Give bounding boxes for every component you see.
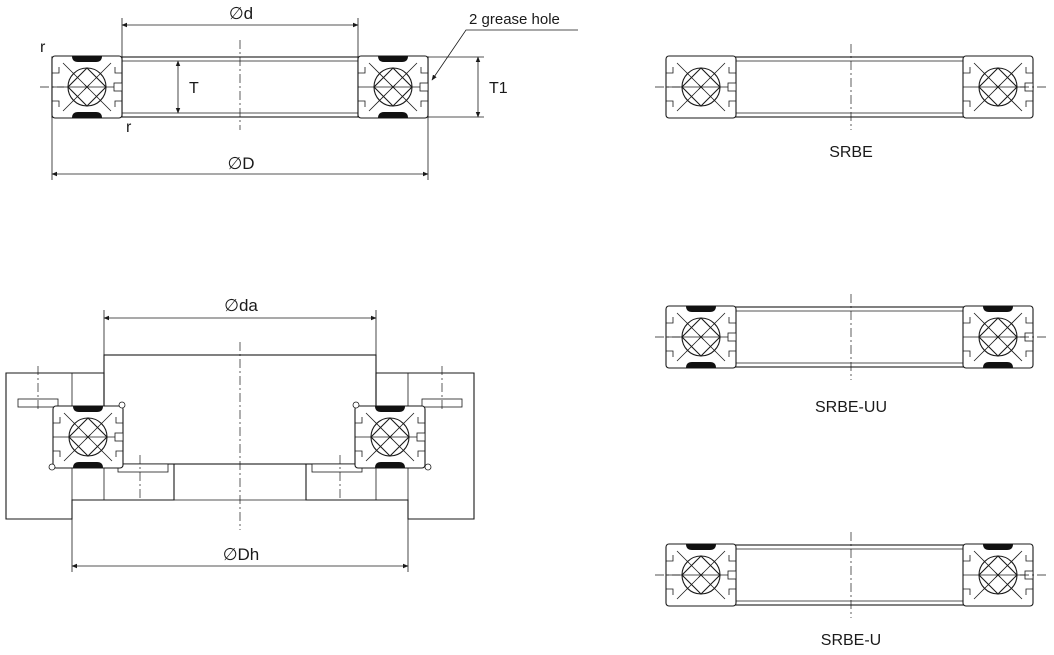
corner-radius-bottom-label: r [126,119,132,136]
grease-hole-label: 2 grease hole [469,11,560,28]
mounting-arrangement-section: ∅da ∅Dh [5,296,475,572]
mount-right-roller-pocket [354,405,426,469]
dimensioned-bearing-section: ∅d ∅D T T1 r r 2 grease hole [40,4,578,180]
dimension-D-label: ∅D [227,154,254,173]
variant-srbe-uu: SRBE-UU [655,294,1046,416]
variant-caption-srbe: SRBE [829,144,873,161]
dimension-da-label: ∅da [224,296,258,315]
corner-radius-top-label: r [40,39,46,56]
variant-caption-srbe-u: SRBE-U [821,632,881,649]
left-bottom-seal [72,112,102,118]
mount-left-bottom-seal [73,462,103,468]
mount-left-top-seal [73,406,103,412]
dimension-T-label: T [189,80,199,97]
dimension-T1-label: T1 [489,80,508,97]
mount-left-roller-pocket [52,405,124,469]
mount-right-bottom-seal [375,462,405,468]
right-bottom-seal [378,112,408,118]
variant-srbe: SRBE [655,44,1046,161]
right-top-seal [378,56,408,62]
mount-right-top-seal [375,406,405,412]
variant-caption-srbe-uu: SRBE-UU [815,399,887,416]
variant-srbe-u: SRBE-U [655,532,1046,649]
left-top-seal [72,56,102,62]
dimension-d-label: ∅d [229,4,253,23]
dimension-Dh-label: ∅Dh [223,545,260,564]
right-roller-pocket [357,55,429,119]
